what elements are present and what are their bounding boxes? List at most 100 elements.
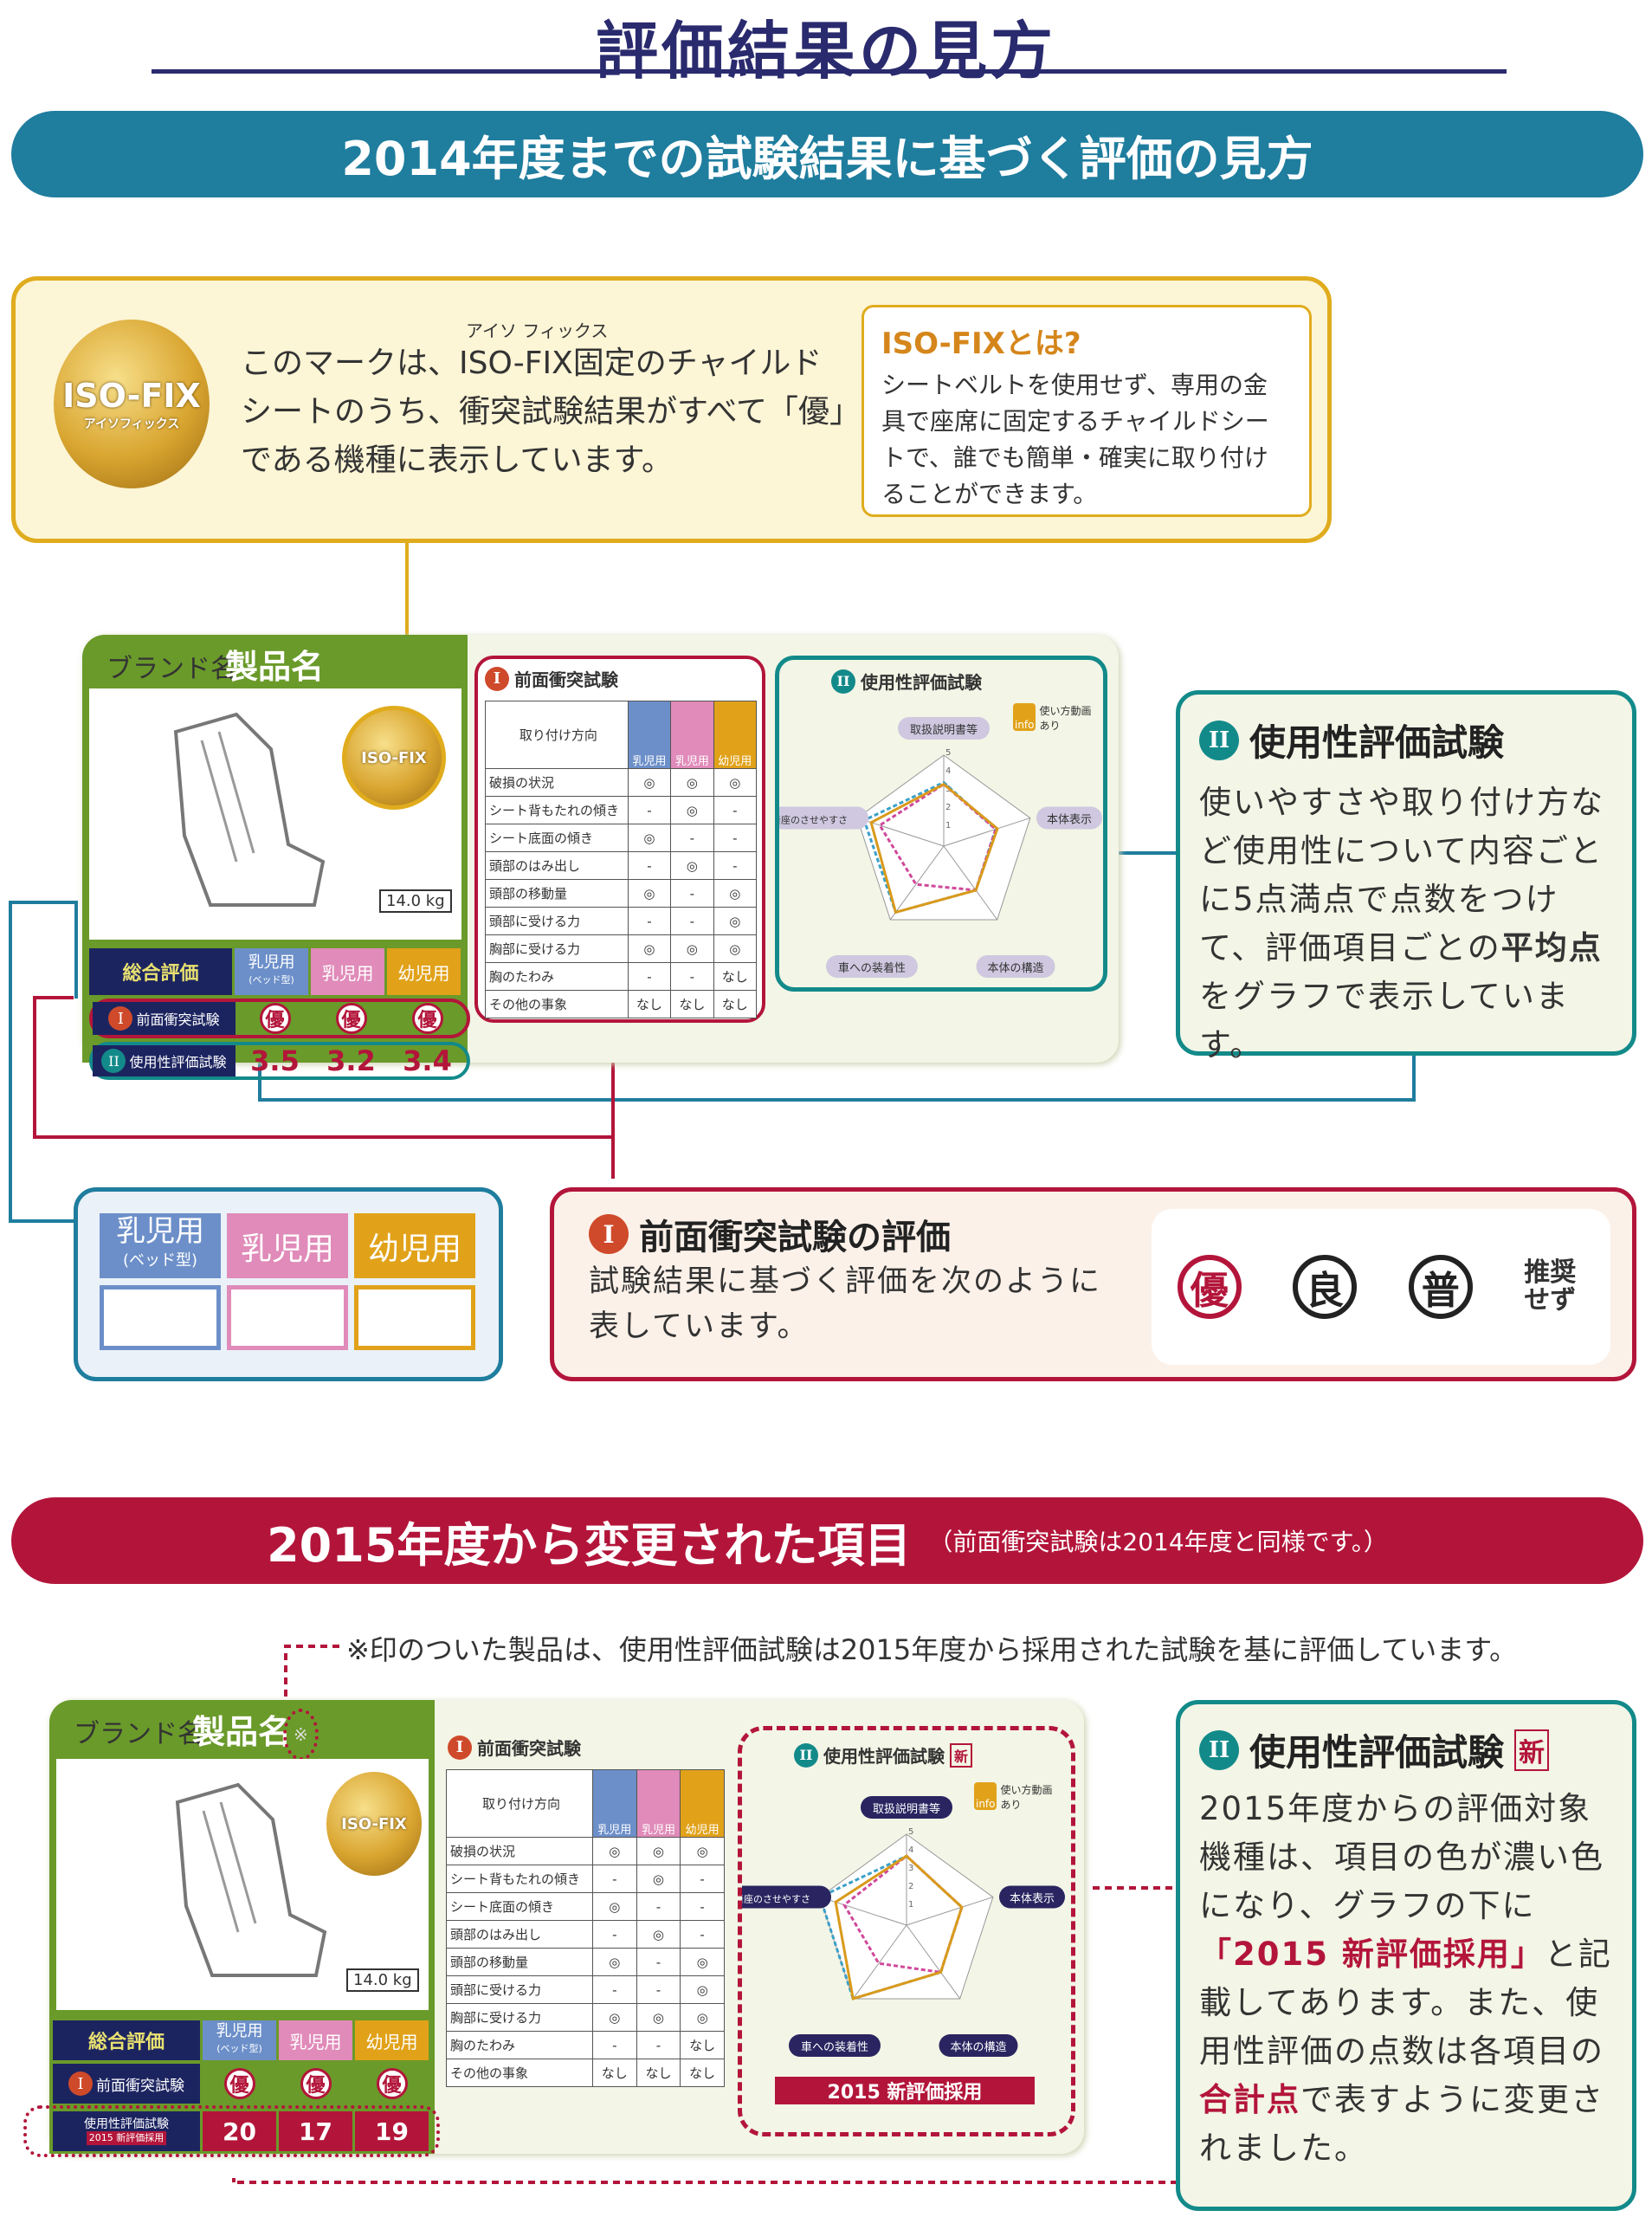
roman-2-icon: II bbox=[831, 669, 855, 694]
row-label: その他の事象 bbox=[485, 990, 629, 1018]
table-cell: なし bbox=[713, 962, 758, 991]
brand-name: ブランド名 bbox=[74, 1719, 203, 1749]
iso-fix-description: このマークは、ISO-FIX固定のチャイルドシートのうち、衝突試験結果がすべて「… bbox=[241, 346, 846, 478]
table-cell: なし bbox=[627, 990, 672, 1018]
table-header-row: 取り付け方向乳児用乳児用幼児用 bbox=[485, 701, 758, 769]
table-cell: ◎ bbox=[680, 1837, 725, 1865]
product-summary: ブランド名 製品名 ※ ISO-FIX 14.0 kg 総合評価 乳児用(ベッド… bbox=[23, 1700, 440, 2157]
table-cell: ◎ bbox=[627, 824, 672, 852]
row-label: シート背もたれの傾き bbox=[485, 796, 629, 824]
table-cell: ◎ bbox=[713, 768, 758, 797]
explanation-text: をグラフで表示しています。 bbox=[1199, 978, 1570, 1063]
table-cell: ◎ bbox=[636, 1920, 681, 1949]
table-cell: - bbox=[636, 1948, 681, 1976]
table-cell: - bbox=[713, 796, 758, 824]
row-label: 頭部のはみ出し bbox=[446, 1920, 593, 1949]
table-cell: - bbox=[680, 1892, 725, 1921]
table-row: 頭部に受ける力--◎ bbox=[446, 1975, 725, 2004]
iso-fix-info-title: ISO-FIXとは? bbox=[881, 326, 1081, 361]
category-infant-bed: 乳児用 bbox=[216, 2022, 263, 2040]
product-image-pane: ISO-FIX 14.0 kg bbox=[89, 688, 461, 940]
product-name: 製品名 bbox=[225, 648, 325, 686]
usability-radar-chart: 12345取扱説明書等本体表示本体の構造車への装着性着座のさせやすさ bbox=[742, 1796, 1065, 2057]
radar-axis-label: 着座のさせやすさ bbox=[779, 814, 848, 826]
radar-tick-label: 2 bbox=[945, 803, 951, 812]
table-cell: - bbox=[680, 1920, 725, 1949]
table-row: 胸部に受ける力◎◎◎ bbox=[446, 2003, 725, 2032]
iso-fix-info-box: ISO-FIXとは? シートベルトを使用せず、専用の金具で座席に固定するチャイル… bbox=[861, 305, 1312, 517]
table-cell: - bbox=[636, 1892, 681, 1921]
radar-axis-label: 本体表示 bbox=[1010, 1893, 1055, 1906]
table-cell: - bbox=[627, 962, 672, 991]
rating-excellent-mark: 優 bbox=[1177, 1255, 1242, 1319]
roman-1-icon: I bbox=[448, 1735, 472, 1760]
radar-axis-line bbox=[906, 1924, 961, 2000]
table-cell: - bbox=[713, 824, 758, 852]
product-summary: ブランド名 製品名 ISO-FIX 14.0 kg 総合評価 乳児用(ベッド型)… bbox=[82, 635, 470, 1080]
usability-score: 3.5 bbox=[250, 1044, 300, 1077]
category-toddler: 幼児用 bbox=[387, 948, 461, 995]
usability-label: 使用性評価試験 bbox=[84, 2117, 169, 2131]
radar-title: 使用性評価試験 bbox=[861, 672, 982, 693]
table-cell: ◎ bbox=[591, 1892, 637, 1921]
table-cell: なし bbox=[680, 2031, 725, 2059]
radar-axis-pill bbox=[779, 806, 868, 830]
child-seat-illustration-icon bbox=[175, 1782, 327, 1977]
explanation-text: で表すように変更されました。 bbox=[1199, 2081, 1604, 2167]
mark-label: ISO-FIX bbox=[361, 748, 427, 767]
medal-label: ISO-FIX bbox=[62, 376, 201, 415]
radar-axis-pill bbox=[742, 1885, 831, 1909]
table-cell: ◎ bbox=[591, 1948, 637, 1976]
crash-test-table: 取り付け方向乳児用乳児用幼児用破損の状況◎◎◎シート背もたれの傾き-◎-シート底… bbox=[446, 1769, 725, 2087]
radar-axis-label: 着座のさせやすさ bbox=[742, 1893, 810, 1905]
iso-fix-info-text: シートベルトを使用せず、専用の金具で座席に固定するチャイルドシートで、誰でも簡単… bbox=[881, 371, 1269, 508]
table-row: 破損の状況◎◎◎ bbox=[446, 1837, 725, 1865]
new-explanation-title: 使用性評価試験 bbox=[1249, 1731, 1505, 1774]
usability-score: 19 bbox=[355, 2111, 429, 2151]
table-cell: ◎ bbox=[591, 1837, 637, 1865]
category-sub: (ベッド型) bbox=[248, 974, 294, 986]
row-label: シート背もたれの傾き bbox=[446, 1865, 593, 1893]
rating-not-recommended: 推奨せず bbox=[1524, 1257, 1577, 1315]
header-category: 乳児用 bbox=[636, 1769, 681, 1838]
category-infant-bed: 乳児用 bbox=[248, 953, 295, 972]
row-label: 破損の状況 bbox=[485, 768, 629, 797]
table-header-row: 取り付け方向乳児用乳児用幼児用 bbox=[446, 1769, 725, 1838]
table-cell: ◎ bbox=[670, 934, 714, 963]
header-category: 乳児用 bbox=[591, 1769, 637, 1838]
toddler-seat-icon bbox=[354, 1285, 475, 1350]
table-cell: - bbox=[670, 907, 714, 935]
explanation-bold: 合計点 bbox=[1199, 2081, 1300, 2118]
radar-tick-label: 1 bbox=[945, 821, 951, 831]
table-cell: なし bbox=[636, 2059, 681, 2087]
row-label: 胸部に受ける力 bbox=[485, 934, 629, 963]
radar-axis-line bbox=[889, 845, 945, 921]
crash-explanation-title: 前面衝突試験の評価 bbox=[639, 1218, 951, 1257]
info-video-icon: info bbox=[974, 1782, 997, 1810]
category-sub: (ベッド型) bbox=[216, 2043, 262, 2054]
table-cell: - bbox=[670, 962, 714, 991]
radar-axis-label: 取扱説明書等 bbox=[873, 1802, 940, 1816]
explanation-text: と記載してあります。また、使用性評価の点数は各項目の bbox=[1199, 1936, 1612, 2070]
radar-axis-pill bbox=[826, 955, 918, 978]
iso-fix-explanation-box: ISO-FIX アイソフィックス アイソ フィックス このマークは、ISO-FI… bbox=[11, 276, 1332, 543]
radar-axis-label: 車への装着性 bbox=[801, 2040, 868, 2054]
medal-sublabel: アイソフィックス bbox=[83, 417, 180, 431]
usability-explanation-title: 使用性評価試験 bbox=[1249, 721, 1505, 764]
table-cell: なし bbox=[713, 990, 758, 1018]
overall-label: 総合評価 bbox=[89, 948, 232, 995]
crash-table-title: 前面衝突試験 bbox=[477, 1738, 581, 1759]
info-video-icon: info bbox=[1013, 703, 1036, 731]
child-seat-illustration-icon bbox=[173, 712, 326, 907]
rating-legend: 優 良 普 推奨せず bbox=[1152, 1209, 1610, 1365]
radar-tick-label: 2 bbox=[908, 1882, 913, 1891]
table-cell: - bbox=[636, 1975, 681, 2004]
table-row: 頭部に受ける力--◎ bbox=[485, 907, 758, 935]
iso-fix-mark-icon: ISO-FIX bbox=[342, 706, 446, 810]
roman-2-icon: II bbox=[101, 1049, 126, 1073]
table-row: 胸部に受ける力◎◎◎ bbox=[485, 934, 758, 963]
table-row: 胸のたわみ--なし bbox=[485, 962, 758, 991]
